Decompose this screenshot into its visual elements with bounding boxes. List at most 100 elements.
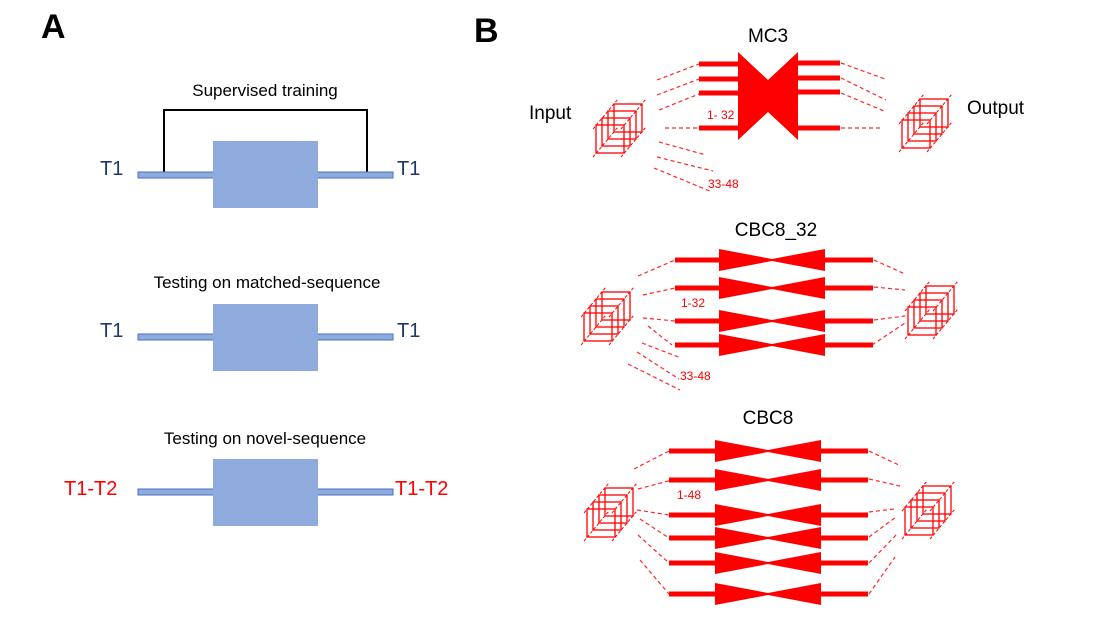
connection-line: [868, 508, 895, 513]
connection-line: [873, 259, 906, 275]
range-label-main: 1-32: [681, 296, 705, 310]
bottleneck-block: [715, 527, 821, 549]
bottleneck-block: [719, 249, 825, 271]
input-label: Input: [529, 103, 572, 124]
cube-face: [913, 105, 943, 135]
range-label-main: 1-48: [677, 488, 701, 502]
output-volume: [904, 280, 959, 340]
channel-bar: [797, 125, 840, 131]
channel-bar: [699, 61, 740, 67]
bottleneck-block: [715, 469, 821, 491]
cube-depth-line: [620, 98, 647, 130]
model-title: CBC8: [743, 408, 794, 429]
connection-line: [647, 325, 673, 346]
connection-line: [658, 141, 707, 156]
model-cbc8-32: CBC8_32 1-32 33-48: [580, 220, 959, 391]
cube-face: [613, 103, 643, 133]
cube-depth-line: [926, 121, 953, 153]
connection-line: [636, 509, 670, 516]
connection-line: [642, 287, 676, 296]
channel-bar: [820, 535, 868, 541]
output-label: T1: [397, 158, 420, 180]
cube-depth-line: [583, 510, 610, 542]
cube-depth-line: [620, 126, 647, 158]
channel-bar: [797, 60, 840, 66]
output-volume: [901, 480, 956, 540]
bottleneck-block: [738, 52, 798, 140]
cube-depth-line: [898, 121, 925, 153]
panel-b: B Input Output MC3 1- 32 33-48 CBC8_32 1…: [474, 12, 1025, 605]
channel-bar: [824, 342, 873, 348]
output-label: T1-T2: [395, 478, 448, 500]
bottleneck-block: [719, 310, 825, 332]
output-label: T1: [397, 320, 420, 342]
row-novel-sequence: Testing on novel-sequence T1-T2 T1-T2: [64, 429, 448, 526]
cube-face: [601, 291, 631, 321]
bottleneck-block: [715, 552, 821, 574]
row-supervised-training: Supervised training T1 T1: [100, 81, 420, 208]
cube-depth-line: [901, 508, 928, 540]
connection-line: [637, 534, 670, 564]
cube-depth-line: [898, 93, 925, 125]
connection-line: [658, 93, 700, 111]
cube-depth-line: [929, 508, 956, 540]
connection-line: [873, 315, 906, 321]
channel-bar: [669, 560, 716, 566]
cube-depth-line: [580, 286, 607, 318]
connection-line: [653, 167, 713, 193]
cube-depth-line: [583, 482, 610, 514]
connection-line: [637, 479, 673, 490]
panel-b-letter: B: [474, 12, 499, 50]
connection-line: [656, 63, 700, 81]
bottleneck-block: [715, 583, 821, 605]
connection-line: [840, 77, 887, 101]
channel-bar: [669, 591, 716, 597]
channel-bar: [699, 76, 740, 82]
cube-depth-line: [901, 480, 928, 512]
row-caption: Testing on matched-sequence: [154, 273, 381, 292]
cube-face: [916, 492, 946, 522]
feedback-loop: [163, 109, 368, 175]
cube-face: [925, 285, 955, 315]
channel-bar: [675, 342, 720, 348]
channel-bar: [824, 257, 873, 263]
cube-face: [919, 98, 949, 128]
row-caption: Supervised training: [192, 81, 338, 100]
connection-line: [868, 556, 896, 595]
channel-bar: [820, 591, 868, 597]
channel-bar: [797, 89, 840, 95]
cube-depth-line: [926, 93, 953, 125]
cube-depth-line: [592, 126, 619, 158]
panel-a: A Supervised training T1 T1 Testing on m…: [41, 8, 448, 526]
bottleneck-block: [715, 504, 821, 526]
channel-bar: [824, 318, 873, 324]
cube-depth-line: [580, 314, 607, 346]
cube-face: [598, 494, 628, 524]
channel-bar: [675, 318, 720, 324]
cube-depth-line: [904, 280, 931, 312]
input-volume: [592, 98, 647, 158]
network-box: [213, 141, 318, 208]
cube-depth-line: [592, 98, 619, 130]
cube-depth-line: [932, 308, 959, 340]
channel-bar: [669, 448, 716, 454]
input-label: T1: [100, 320, 123, 342]
channel-bar: [797, 75, 840, 81]
model-title: MC3: [748, 26, 788, 47]
cube-depth-line: [932, 280, 959, 312]
connection-line: [871, 322, 906, 346]
connection-line: [627, 363, 681, 391]
channel-bar: [669, 512, 716, 518]
channel-bar: [675, 285, 720, 291]
cube-depth-line: [608, 314, 635, 346]
cube-depth-line: [608, 286, 635, 318]
connection-line: [636, 351, 680, 380]
input-label: T1-T2: [64, 478, 117, 500]
model-mc3: MC3 1- 32 33-48: [592, 26, 953, 193]
channel-bar: [820, 560, 868, 566]
cube-depth-line: [611, 510, 638, 542]
bottleneck-block: [719, 334, 825, 356]
model-cbc8: CBC8 1-48: [583, 408, 956, 605]
bottleneck-block: [719, 277, 825, 299]
